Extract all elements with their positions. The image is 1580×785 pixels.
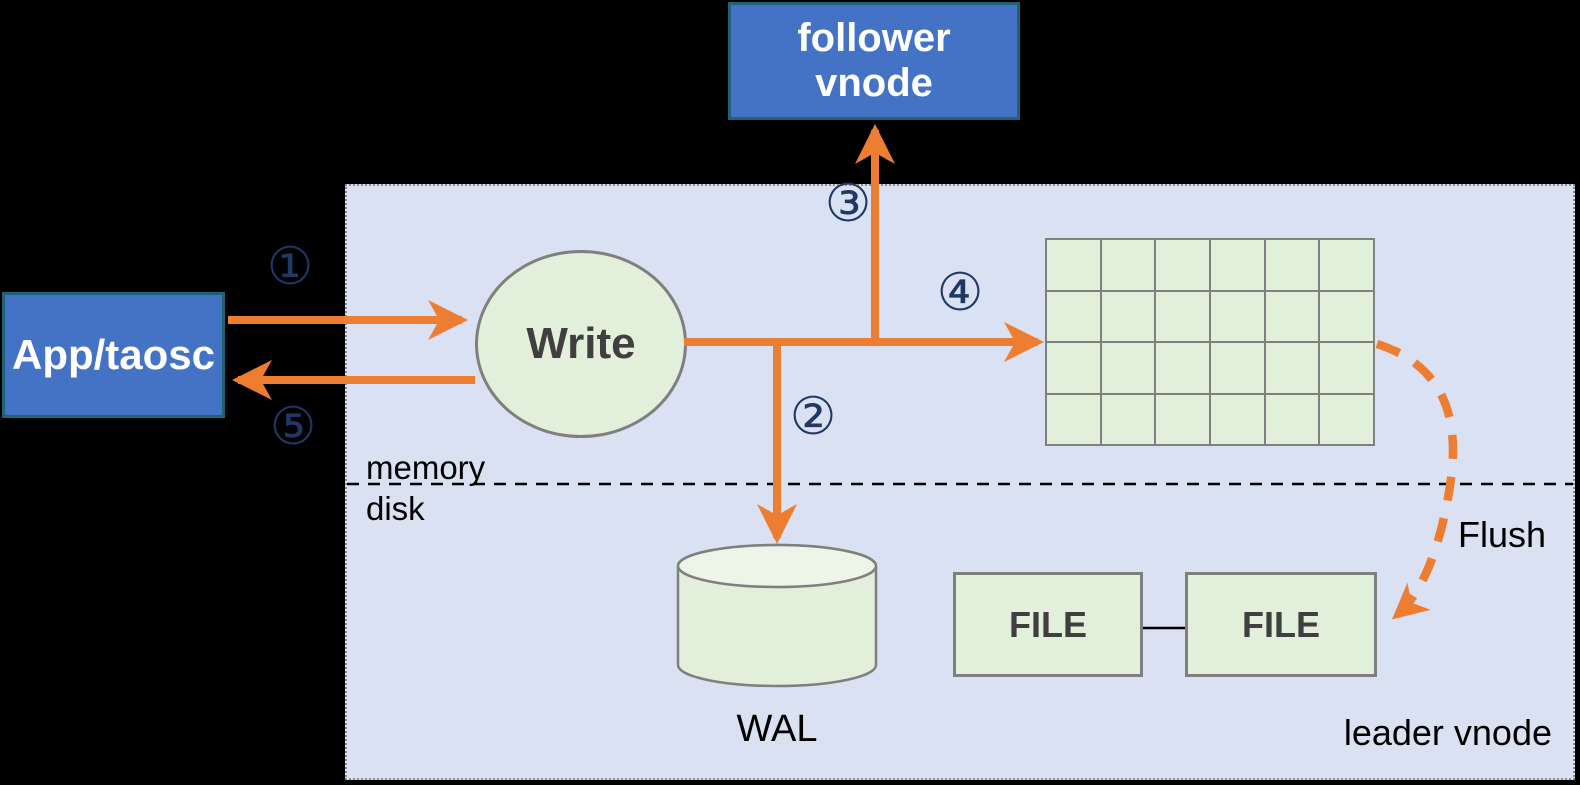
write-label: Write [526, 319, 636, 368]
file-left-label: FILE [1009, 603, 1087, 645]
file-right-label: FILE [1242, 603, 1320, 645]
memtable-cell [1047, 343, 1100, 393]
file-box-left: FILE [953, 572, 1143, 677]
memtable-cell [1047, 291, 1100, 341]
memtable-cell [1211, 394, 1264, 444]
memtable-cell [1047, 240, 1100, 290]
memtable-cell [1101, 343, 1155, 393]
memtable-cell [1320, 394, 1373, 444]
memtable-cell [1211, 240, 1264, 290]
memtable-cell [1265, 343, 1319, 393]
memtable-cell [1211, 343, 1264, 393]
memtable-cell [1101, 240, 1155, 290]
memtable-cell [1320, 291, 1373, 341]
memtable-cell [1101, 291, 1155, 341]
memtable-cell [1320, 343, 1373, 393]
memtable-cell [1265, 394, 1319, 444]
memtable-cell [1211, 291, 1264, 341]
write-node: Write [475, 250, 687, 438]
memtable-cell [1156, 291, 1209, 341]
memtable-cell [1047, 394, 1100, 444]
memtable-cell [1265, 291, 1319, 341]
step-1-badge: ① [266, 238, 314, 296]
memtable-cell [1265, 240, 1319, 290]
step-3-badge: ③ [824, 175, 872, 233]
flush-label: Flush [1458, 514, 1547, 555]
wal-label: WAL [736, 708, 818, 750]
memtable-cell [1156, 343, 1209, 393]
step-5-badge: ⑤ [269, 398, 317, 456]
app-taosc-box: App/taosc [2, 292, 225, 418]
file-box-right: FILE [1185, 572, 1377, 677]
memory-label: memory [366, 449, 486, 486]
memtable-cell [1156, 394, 1209, 444]
app-taosc-label: App/taosc [11, 331, 216, 378]
step-4-badge: ④ [936, 264, 984, 322]
memtable-grid [1045, 238, 1375, 446]
follower-vnode-box: follower vnode [728, 2, 1020, 120]
leader-vnode-label: leader vnode [1343, 712, 1552, 753]
disk-label: disk [366, 490, 425, 527]
memtable-cell [1101, 394, 1155, 444]
memtable-cell [1156, 240, 1209, 290]
follower-vnode-label: follower vnode [797, 16, 951, 105]
step-2-badge: ② [789, 388, 837, 446]
memtable-cell [1320, 240, 1373, 290]
